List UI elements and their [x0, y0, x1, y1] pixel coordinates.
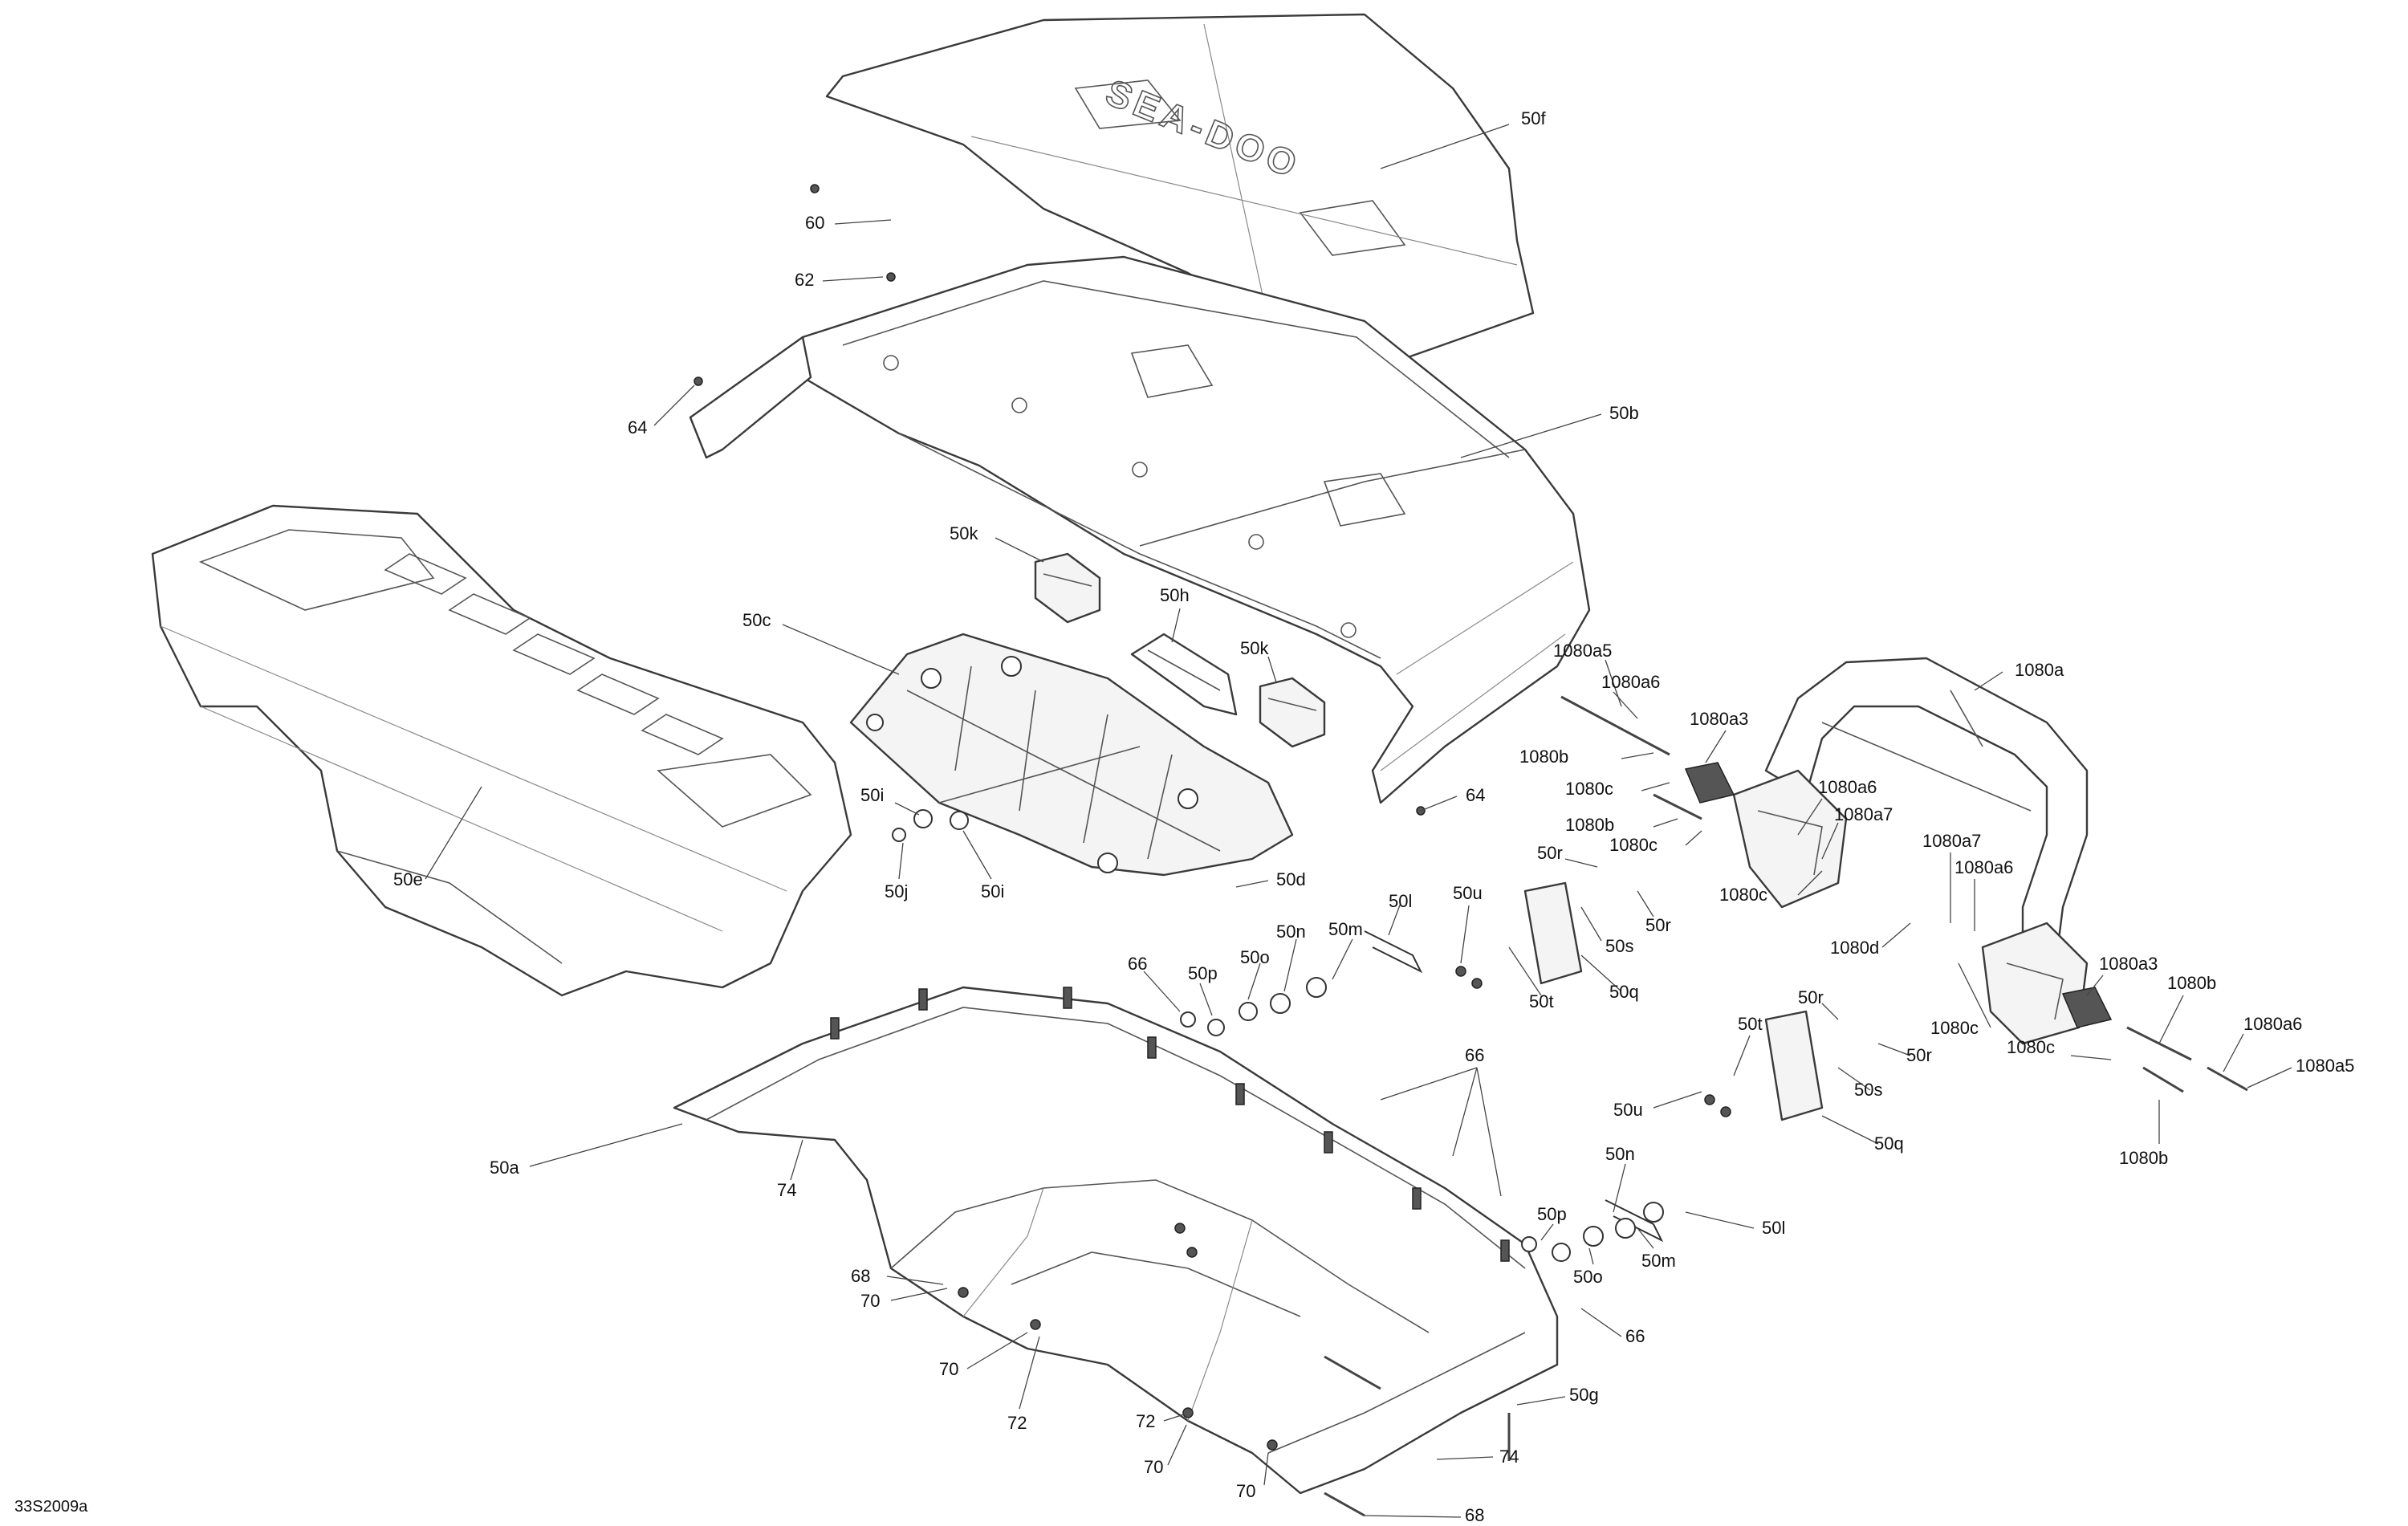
callout-1080c: 1080c	[1719, 885, 1767, 905]
part-50k-bumper-b	[1259, 677, 1326, 748]
callout-60: 60	[805, 213, 824, 233]
callout-1080c: 1080c	[2007, 1037, 2055, 1057]
callout-50e: 50e	[393, 869, 423, 889]
callout-1080a5: 1080a5	[1553, 641, 1612, 661]
callout-64: 64	[628, 417, 647, 437]
callout-50d: 50d	[1276, 869, 1306, 889]
callout-50i: 50i	[860, 785, 884, 805]
callout-74: 74	[777, 1180, 796, 1200]
callout-68: 68	[851, 1266, 870, 1286]
callout-50t: 50t	[1529, 991, 1554, 1011]
callout-50r: 50r	[1906, 1045, 1932, 1065]
callout-50g: 50g	[1569, 1385, 1599, 1405]
callout-66: 66	[1465, 1045, 1484, 1065]
part-50a-lower-frame	[673, 986, 1559, 1495]
leader-lines	[425, 124, 2292, 1518]
callout-50o: 50o	[1573, 1267, 1603, 1287]
callout-50p: 50p	[1188, 963, 1218, 983]
part-50e-storage-bin	[151, 504, 852, 997]
callout-62: 62	[795, 270, 814, 290]
callout-70: 70	[860, 1291, 880, 1311]
callout-74: 74	[1499, 1447, 1519, 1467]
callout-1080a6: 1080a6	[1601, 672, 1660, 692]
callout-1080a3: 1080a3	[1690, 709, 1748, 729]
callout-50r: 50r	[1645, 915, 1671, 935]
callout-50o: 50o	[1240, 947, 1270, 967]
callout-1080c: 1080c	[1609, 835, 1658, 855]
callout-1080d: 1080d	[1830, 938, 1879, 958]
callout-70: 70	[1236, 1481, 1255, 1501]
callout-50l: 50l	[1389, 891, 1412, 911]
callout-1080b: 1080b	[1565, 815, 1614, 835]
callout-1080a: 1080a	[2015, 660, 2064, 680]
part-50b-rear-platform	[689, 255, 1591, 804]
callout-64: 64	[1466, 785, 1485, 805]
callout-50k: 50k	[1240, 638, 1269, 658]
callout-50a: 50a	[490, 1158, 519, 1178]
part-1080a-grab-handle	[1732, 657, 2089, 1045]
callout-50n: 50n	[1605, 1144, 1635, 1164]
callout-50f: 50f	[1521, 108, 1546, 128]
callout-50m: 50m	[1641, 1251, 1676, 1271]
callout-1080a7: 1080a7	[1834, 804, 1893, 824]
callout-50b: 50b	[1609, 403, 1639, 423]
part-50l-ubolt-a	[1364, 930, 1423, 974]
callout-1080b: 1080b	[1519, 747, 1568, 767]
part-50h-latch	[1130, 633, 1238, 716]
callout-72: 72	[1136, 1411, 1155, 1431]
figure-reference: 33S2009a	[14, 1498, 88, 1516]
callout-66: 66	[1625, 1326, 1645, 1346]
callout-50n: 50n	[1276, 922, 1306, 942]
callout-66: 66	[1128, 954, 1147, 974]
callout-50u: 50u	[1613, 1100, 1643, 1120]
callout-50r: 50r	[1537, 843, 1563, 863]
callout-50h: 50h	[1160, 585, 1190, 605]
callout-50r: 50r	[1798, 987, 1824, 1007]
callout-68: 68	[1465, 1505, 1484, 1525]
washers-and-nuts	[694, 184, 1731, 1451]
callout-70: 70	[1144, 1457, 1163, 1477]
callout-50s: 50s	[1605, 936, 1633, 956]
callout-50m: 50m	[1328, 919, 1363, 939]
callout-1080a6: 1080a6	[1954, 857, 2013, 877]
callout-50i: 50i	[981, 881, 1004, 901]
callout-1080a5: 1080a5	[2296, 1056, 2354, 1076]
callout-1080a7: 1080a7	[1922, 831, 1981, 851]
callout-50q: 50q	[1609, 982, 1639, 1002]
part-50f-top-mat: SEA-DOO	[825, 13, 1535, 363]
callout-1080b: 1080b	[2167, 973, 2216, 993]
callout-50j: 50j	[885, 881, 908, 901]
part-50q-bracket-b	[1764, 1010, 1824, 1121]
callout-50s: 50s	[1854, 1080, 1882, 1100]
part-1080a3-spring-b	[2061, 987, 2113, 1028]
callout-50p: 50p	[1537, 1204, 1567, 1224]
callout-50c: 50c	[742, 610, 771, 630]
part-1080a3-spring-a	[1684, 762, 1735, 804]
callout-1080a6: 1080a6	[2243, 1014, 2302, 1034]
callout-50t: 50t	[1738, 1014, 1763, 1034]
part-50q-bracket-a	[1523, 881, 1583, 985]
part-50c-floor-plate	[849, 633, 1294, 877]
callout-1080c: 1080c	[1565, 779, 1613, 799]
callout-50q: 50q	[1874, 1133, 1904, 1154]
callout-1080a3: 1080a3	[2099, 954, 2158, 974]
callout-70: 70	[939, 1359, 958, 1379]
callout-1080b: 1080b	[2119, 1148, 2168, 1168]
callout-50k: 50k	[950, 523, 978, 543]
callout-labels: 50f 60 62 64 50b 50k 50h 50k 50c 50i 50j…	[393, 108, 2354, 1525]
callout-1080c: 1080c	[1930, 1018, 1979, 1038]
callout-72: 72	[1007, 1413, 1027, 1433]
part-50k-bumper-a	[1034, 552, 1101, 624]
callout-50l: 50l	[1762, 1218, 1785, 1238]
callout-50u: 50u	[1453, 883, 1483, 903]
callout-1080a6: 1080a6	[1818, 777, 1877, 797]
